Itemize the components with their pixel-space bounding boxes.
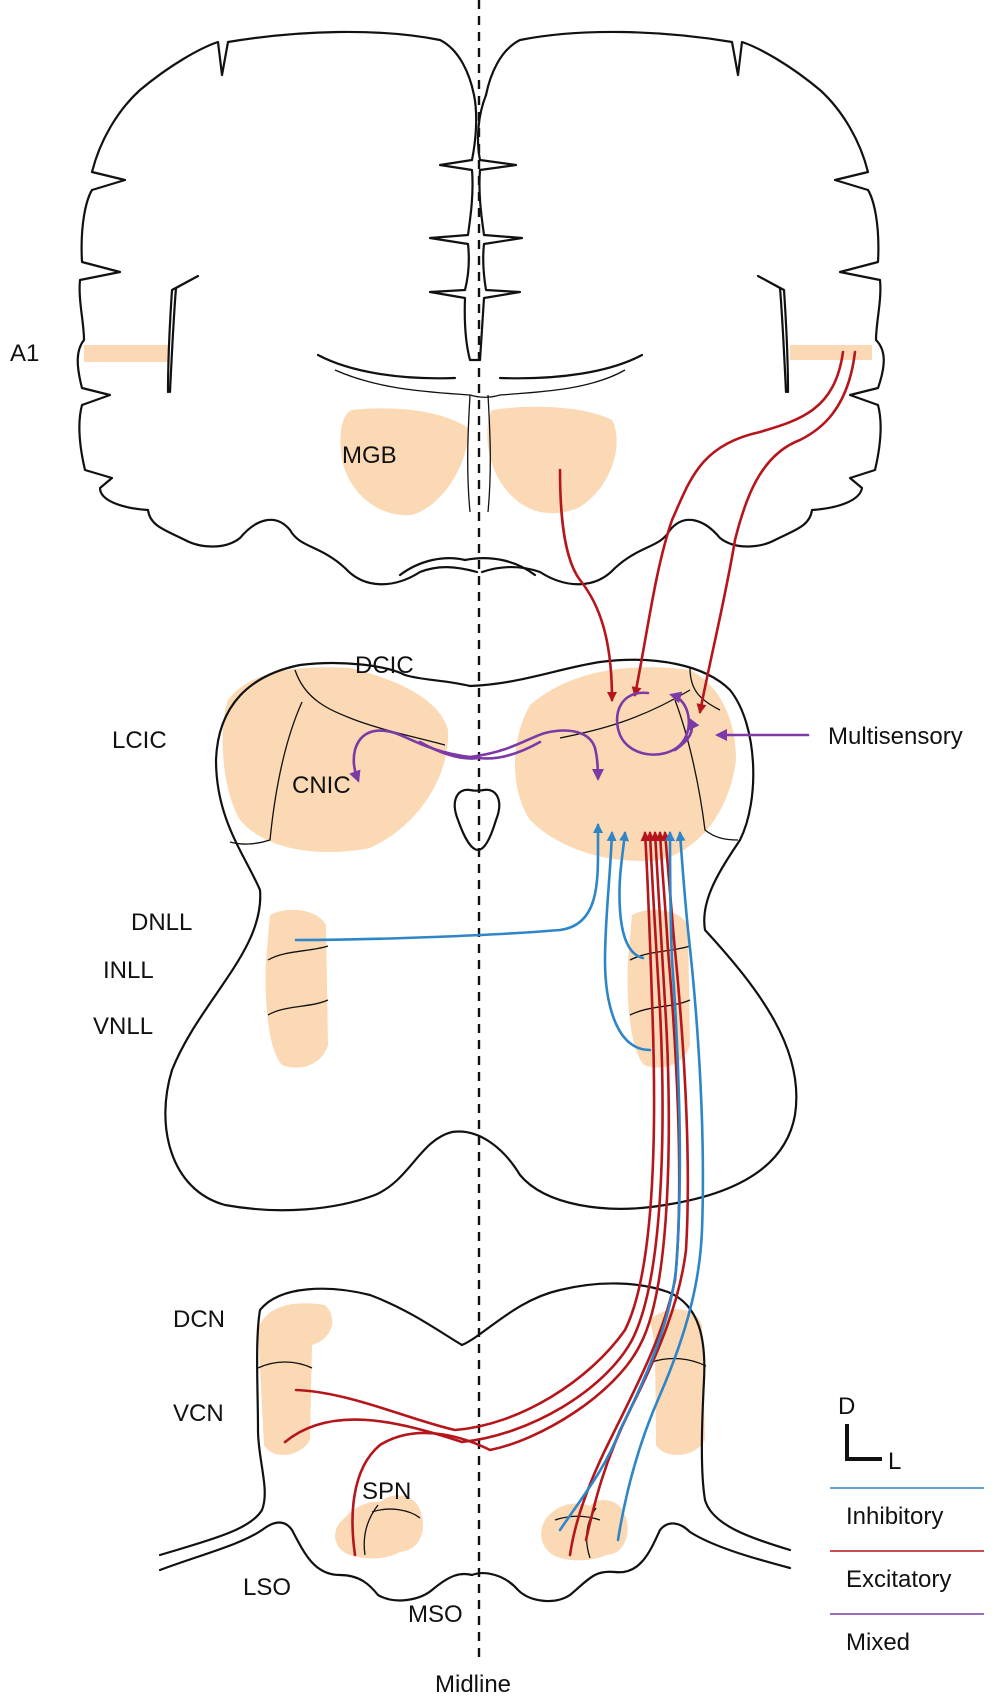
legend-label-excitatory: Excitatory [846,1566,951,1593]
vnll-label: VNLL [93,1013,153,1040]
cn-left-nucleus [258,1303,332,1455]
cerebral-aqueduct [455,790,499,850]
excitatory-pathways [285,352,855,1555]
cn-to-ic-excitatory-1 [296,833,654,1430]
forebrain-section [78,32,884,584]
a1-left-region [84,345,168,362]
a1-label: A1 [10,340,39,367]
inll-label: INLL [103,957,154,984]
multisensory-label: Multisensory [828,723,963,750]
legend-label-mixed: Mixed [846,1629,910,1656]
lateral-label: L [888,1448,901,1475]
medial-fissure [430,95,522,360]
lateral-sulcus-left [168,276,198,392]
lcic-label: LCIC [112,727,167,754]
a1-to-ic-pathway-2 [700,352,855,712]
soc-right-nucleus [541,1500,628,1560]
cn-to-ic-excitatory-3 [353,833,669,1555]
ic-left-nucleus [223,667,448,852]
a1-right-region [790,345,872,360]
mso-label: MSO [408,1601,463,1628]
legend-label-inhibitory: Inhibitory [846,1503,943,1530]
orientation-axes [847,1424,882,1459]
ventricle-left [318,355,455,378]
dcn-label: DCN [173,1306,225,1333]
mgb-label: MGB [342,442,397,469]
dcic-label: DCIC [355,652,414,679]
ll-left-nucleus [266,910,328,1068]
lateral-sulcus-right [758,276,788,392]
dorsal-label: D [838,1393,855,1420]
mgb-right-nucleus [487,407,616,513]
spn-label: SPN [362,1478,411,1505]
ventricle-right [500,355,642,378]
midline-label: Midline [435,1671,511,1698]
vcn-label: VCN [173,1400,224,1427]
dnll-label: DNLL [131,909,192,936]
cnic-label: CNIC [292,772,351,799]
cn-right-nucleus [650,1309,705,1455]
lso-label: LSO [243,1574,291,1601]
orientation-indicator: D L [838,1393,901,1475]
